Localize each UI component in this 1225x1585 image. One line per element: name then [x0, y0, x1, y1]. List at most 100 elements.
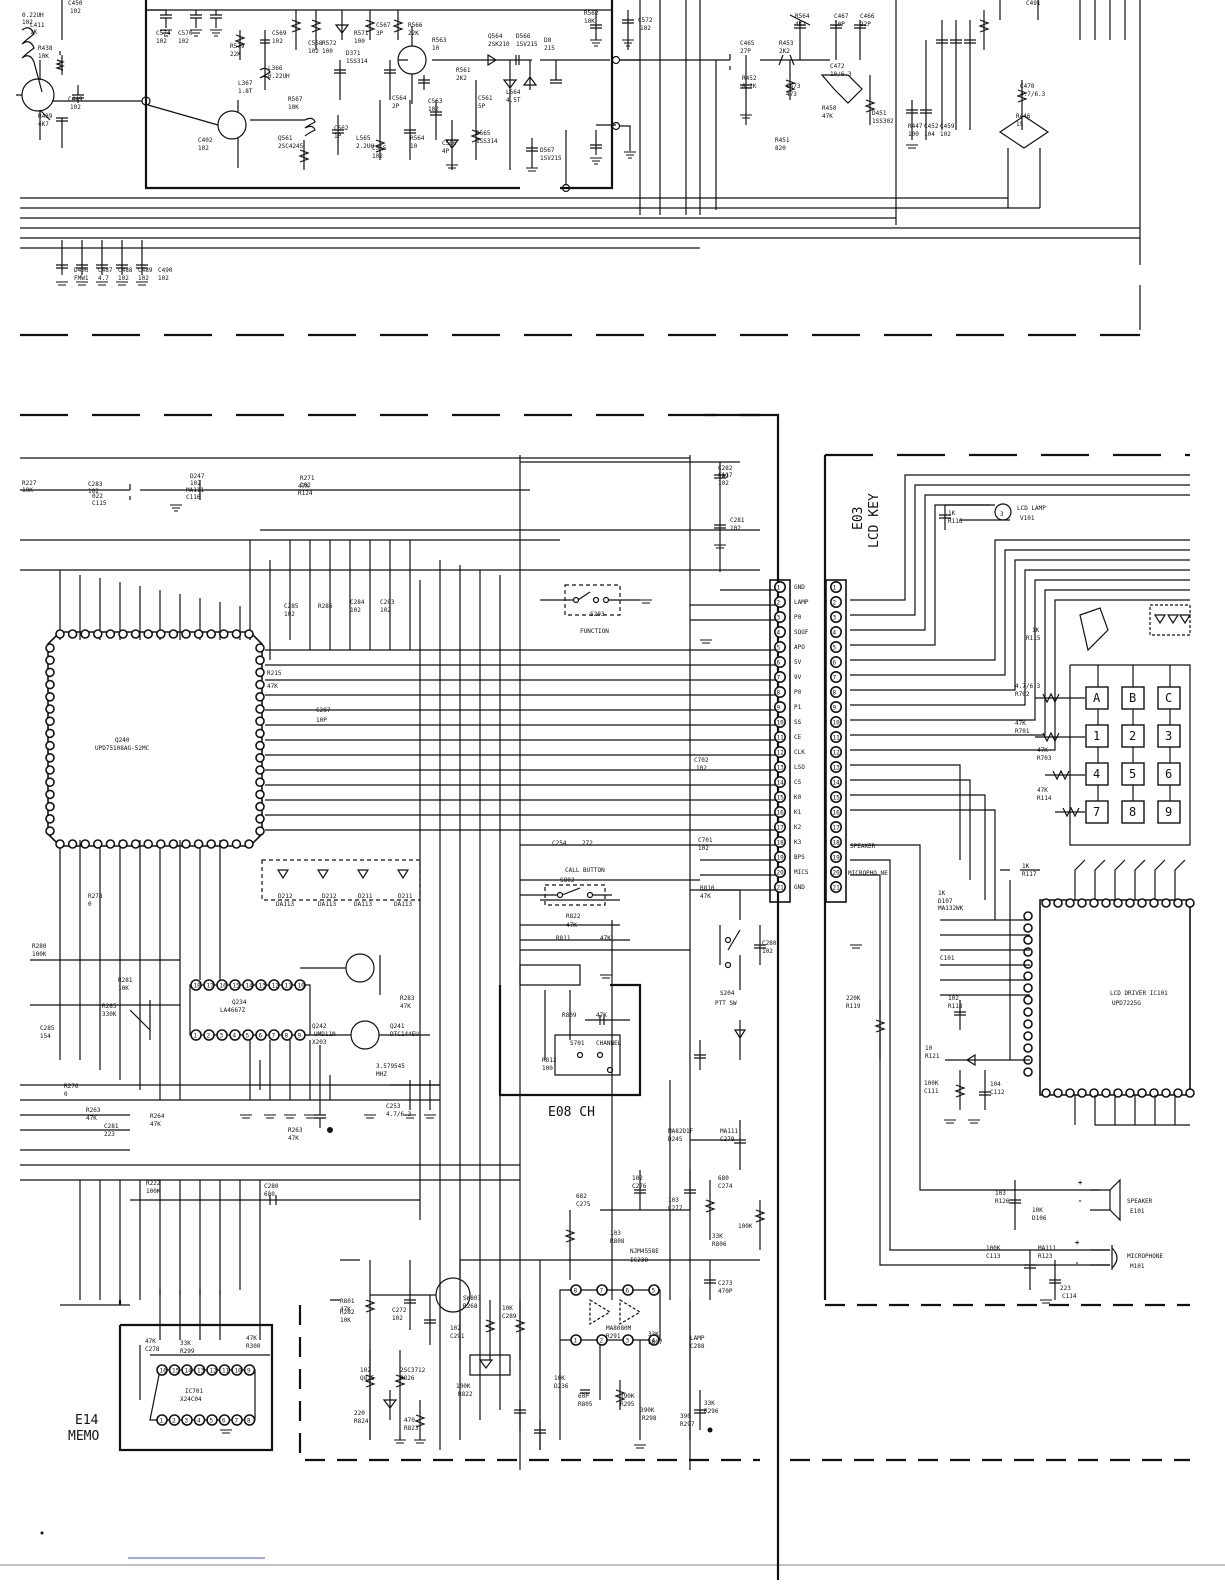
component-label: 2K2: [779, 48, 790, 55]
connector-pin: [773, 835, 786, 848]
component-label: 102: [730, 525, 741, 532]
component-label: DA113: [394, 901, 412, 908]
connector-pin: [829, 685, 842, 698]
component-label: C275: [576, 1201, 591, 1208]
component-label: 47K: [145, 1338, 156, 1345]
component-label: C450: [68, 0, 83, 7]
component-label: 330K: [102, 1011, 117, 1018]
ic-pin: [203, 1029, 215, 1041]
component-label: R271: [300, 475, 315, 482]
ic-pin: [255, 691, 265, 702]
ic-pin: [181, 839, 191, 849]
keypad-key-label: 4: [1093, 767, 1100, 781]
connector-pin-label: P0: [794, 689, 802, 696]
component-label: 470P: [718, 1288, 733, 1295]
component-label: R810: [700, 885, 715, 892]
ic-q234-part: LA4667Z: [220, 1007, 246, 1014]
component-label: C277: [668, 1205, 683, 1212]
connector-pin-number: 11: [833, 735, 841, 742]
component-label: C283: [88, 481, 103, 488]
keypad-key-label: 8: [1129, 805, 1136, 819]
connector-pin-label: P0: [794, 614, 802, 621]
component-label: 47K: [340, 1306, 351, 1313]
section-e14-code: E14: [75, 1413, 99, 1428]
component-label: C702: [694, 757, 709, 764]
component-label: R561: [456, 67, 471, 74]
ic-pin: [218, 1414, 231, 1426]
component-label: 102: [70, 8, 81, 15]
ic-q240-pins: [45, 629, 265, 849]
ic-pin: [268, 979, 280, 991]
ic-pin-number: 10: [235, 1368, 243, 1375]
component-label: Q242: [312, 1023, 327, 1030]
ic-pin-number: 5: [246, 1033, 250, 1040]
component-label: D567: [540, 147, 555, 154]
component-label: C285: [284, 603, 299, 610]
ic-pin: [168, 629, 179, 639]
component-label: 390K: [640, 1407, 655, 1414]
connector-pin-label: APO: [794, 644, 805, 651]
connector-pin: [829, 610, 842, 623]
component-label: MHZ: [376, 1071, 387, 1078]
component-label: 102: [640, 25, 651, 32]
component-label: 4.5T: [506, 97, 521, 104]
ic-pin: [105, 839, 116, 849]
ic-pin-number: 2: [207, 1033, 211, 1040]
ic-pin: [93, 629, 103, 639]
component-label: 10K: [554, 1375, 565, 1382]
ic-pin: [156, 1414, 168, 1426]
component-label: 47K: [288, 1135, 299, 1142]
ic-pin: [1023, 983, 1033, 993]
ic-pin: [1173, 898, 1183, 908]
component-label: R562: [584, 10, 599, 17]
switch-symbols: [520, 584, 732, 1074]
component-label: R227: [22, 480, 37, 487]
ic-pin: [1137, 1088, 1147, 1098]
connector-pin-number: 21: [833, 885, 841, 892]
connector-pin-number: 12: [777, 750, 785, 757]
component-label: D212: [278, 893, 293, 900]
ic-pin: [1023, 995, 1033, 1005]
component-label: 33K: [648, 1331, 659, 1338]
component-label: C490: [158, 267, 173, 274]
section-e08-label: E08 CH: [548, 1105, 595, 1120]
ic-pin: [231, 839, 242, 849]
component-label: 10/6.3: [830, 71, 852, 78]
connector-pin-label: GND: [794, 884, 805, 891]
component-label: R564: [410, 135, 425, 142]
ic-pin: [45, 801, 55, 812]
ic-pin: [1161, 898, 1171, 908]
keypad-key-label: A: [1093, 691, 1101, 705]
component-label: 100K: [146, 1188, 161, 1195]
component-label: 215: [544, 45, 555, 52]
ic-pin: [1137, 898, 1147, 908]
connector-pin: [829, 700, 842, 713]
ic-pin: [1125, 898, 1135, 908]
component-label: 102: [948, 995, 959, 1002]
ic-pin: [281, 979, 293, 991]
component-label: 1SS314: [346, 58, 368, 65]
component-label: D565: [476, 130, 491, 137]
ic-pin: [45, 740, 55, 751]
connector-pin-label: 9V: [794, 674, 802, 681]
component-label: C288: [690, 1343, 705, 1350]
ic-pin-number: 5: [210, 1418, 214, 1425]
ic-pin: [231, 1364, 243, 1376]
component-label: 1P: [334, 133, 342, 140]
component-label: C281: [104, 1123, 119, 1130]
ic-pin: [218, 1364, 231, 1376]
component-label: 47K: [822, 113, 833, 120]
ic-pin: [242, 979, 254, 991]
component-label: 2P: [392, 103, 400, 110]
connector-pin: [829, 835, 842, 848]
ic-pin: [255, 679, 265, 690]
component-label: C289: [502, 1313, 517, 1320]
component-label: 100K: [924, 1080, 939, 1087]
ic-pin: [1023, 923, 1033, 933]
component-label: DTC144EU: [390, 1031, 419, 1038]
connector-pin-number: 20: [833, 870, 841, 877]
component-label: C284: [350, 599, 365, 606]
ic-pin: [1077, 898, 1087, 908]
component-label: 47K: [298, 483, 309, 490]
